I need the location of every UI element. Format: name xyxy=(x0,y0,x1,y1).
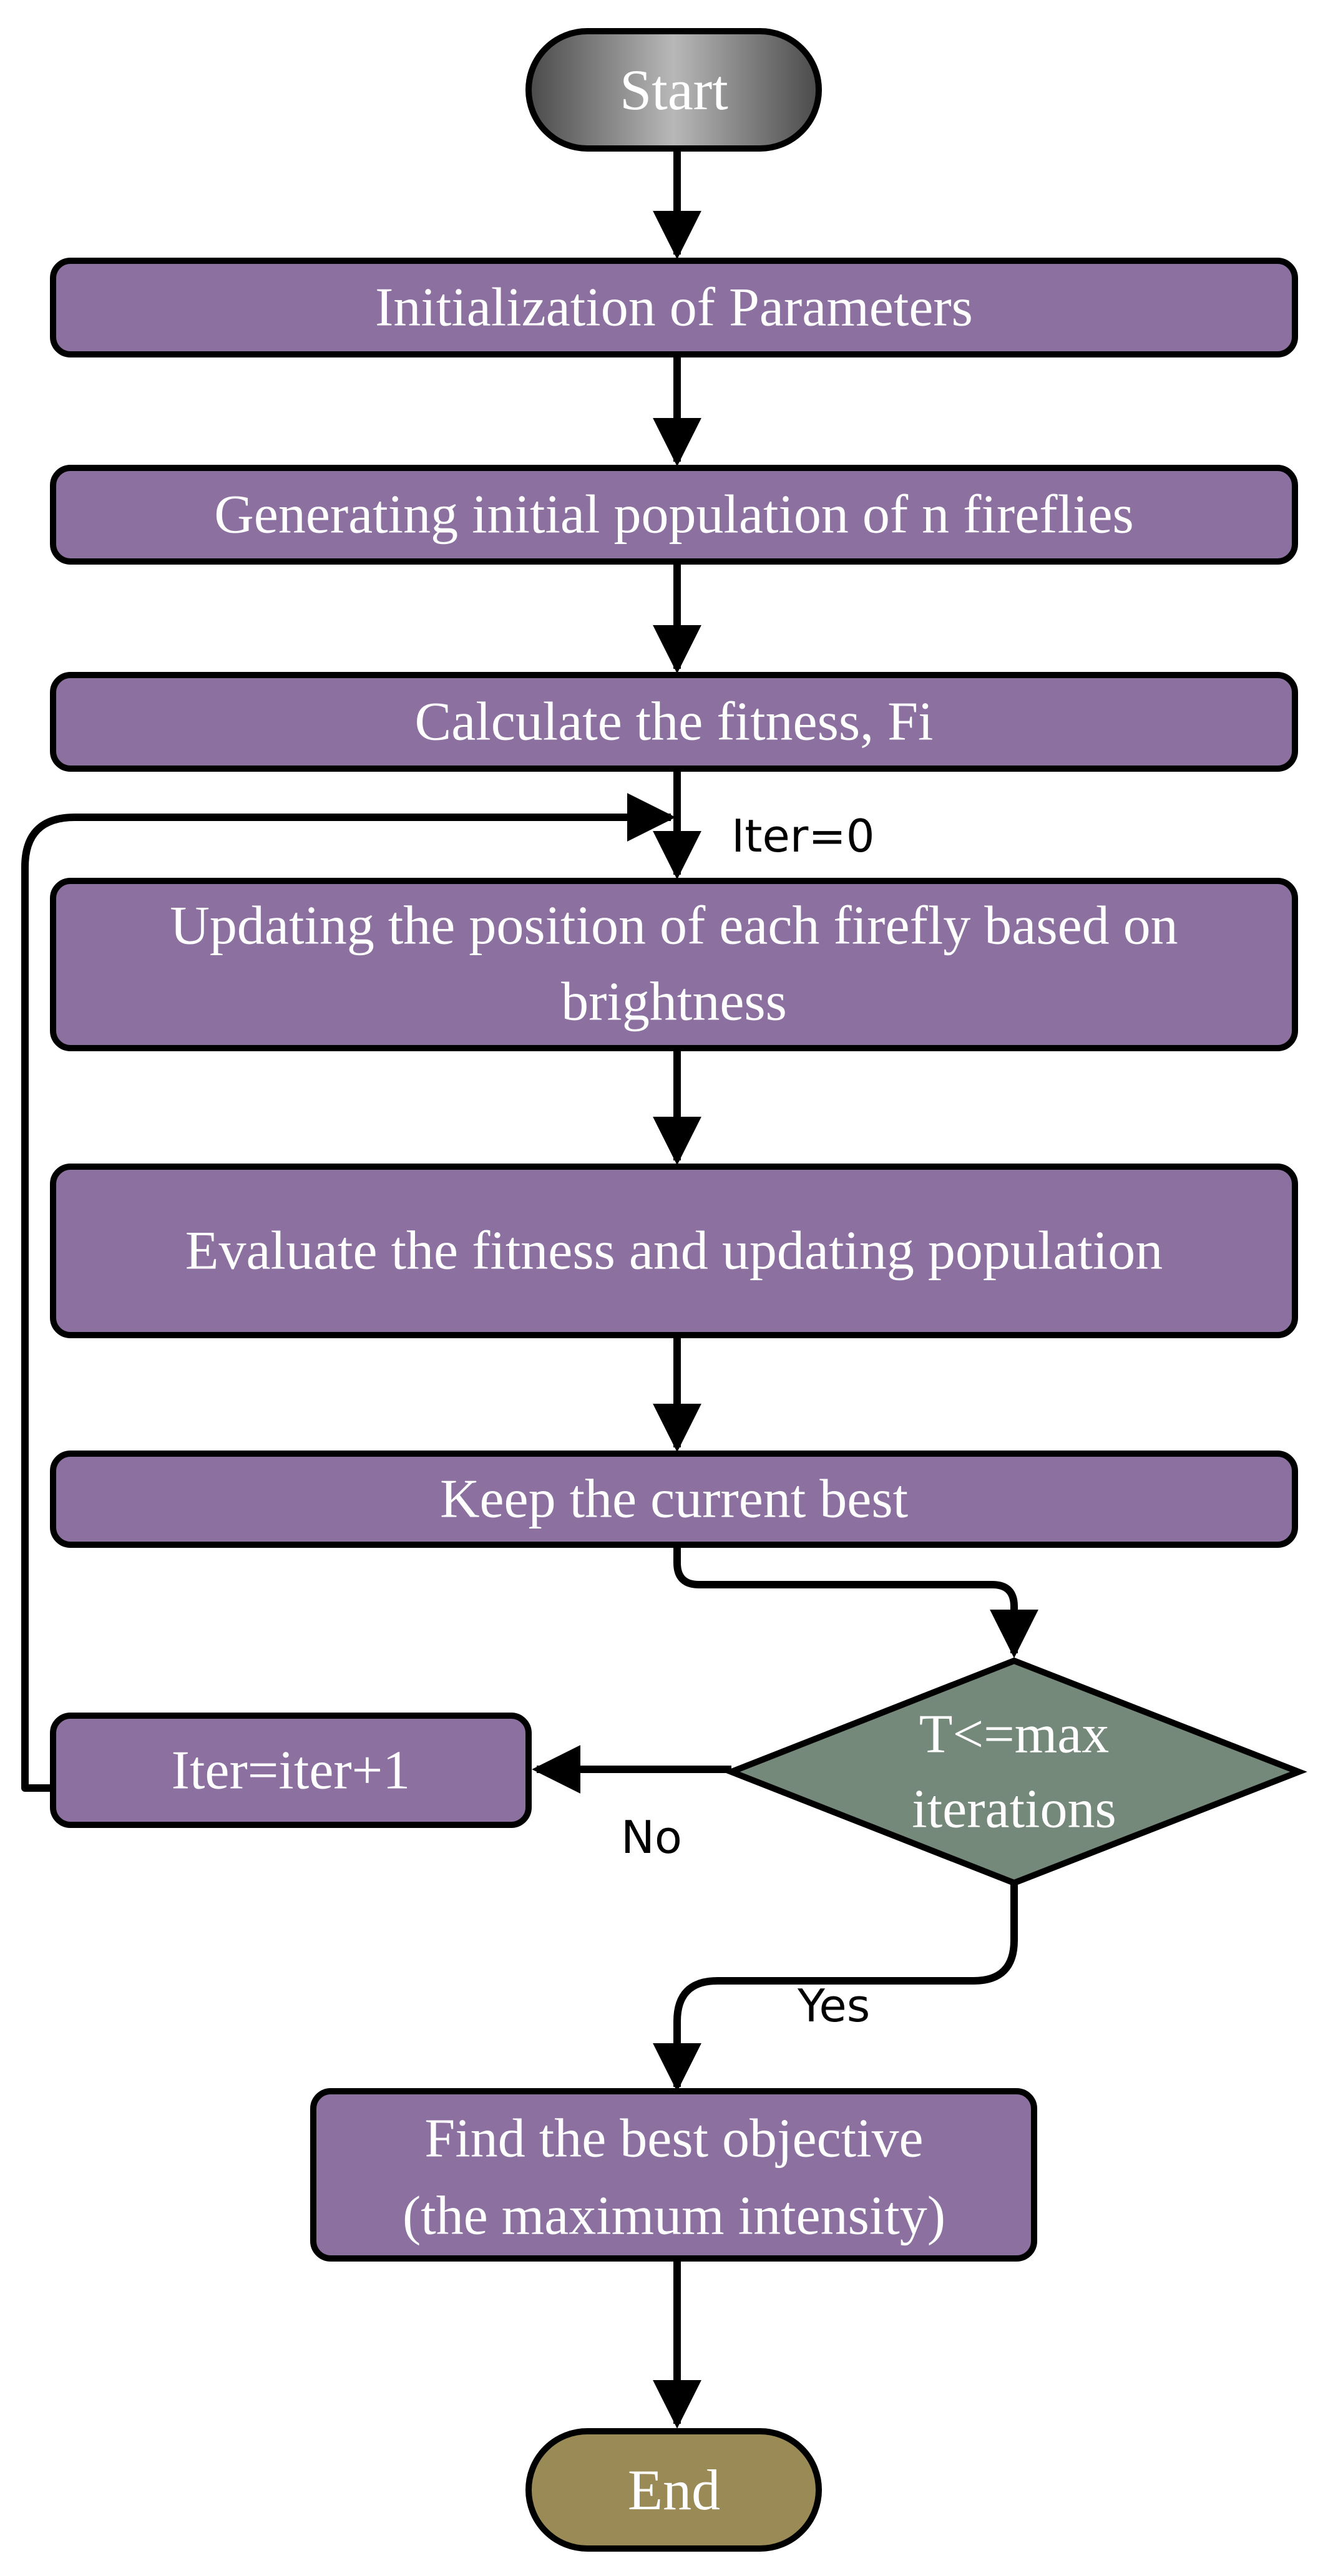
process-keep-best: Keep the current best xyxy=(50,1451,1298,1548)
process-iter-increment: Iter=iter+1 xyxy=(50,1713,532,1828)
calculate-fitness-label: Calculate the fitness, Fi xyxy=(415,692,934,752)
start-terminal: Start xyxy=(525,28,822,152)
end-terminal: End xyxy=(525,2428,822,2552)
process-initialization: Initialization of Parameters xyxy=(50,258,1298,357)
decision-max-iterations: T<=max iterations xyxy=(723,1657,1307,1887)
process-find-best: Find the best objective (the maximum int… xyxy=(310,2088,1037,2262)
arrow-keep-to-decision xyxy=(673,1545,1038,1658)
arrow-loop-back xyxy=(21,793,676,1792)
evaluate-fitness-label: Evaluate the fitness and updating popula… xyxy=(185,1221,1163,1281)
initialization-label: Initialization of Parameters xyxy=(375,278,973,338)
arrow-decision-yes xyxy=(653,1883,1018,2092)
end-label: End xyxy=(628,2458,720,2522)
find-best-label-line2: (the maximum intensity) xyxy=(403,2186,945,2247)
process-evaluate-fitness: Evaluate the fitness and updating popula… xyxy=(50,1164,1298,1338)
iter-zero-label: Iter=0 xyxy=(731,810,875,862)
decision-label-line1: T<=max xyxy=(919,1704,1110,1765)
generate-population-label: Generating initial population of n firef… xyxy=(214,485,1134,545)
start-label: Start xyxy=(620,58,728,122)
process-generate-population: Generating initial population of n firef… xyxy=(50,465,1298,565)
process-calculate-fitness: Calculate the fitness, Fi xyxy=(50,672,1298,772)
process-update-position: Updating the position of each firefly ba… xyxy=(50,878,1298,1051)
no-label: No xyxy=(621,1811,682,1864)
connectors xyxy=(21,148,1038,2429)
keep-best-label: Keep the current best xyxy=(440,1469,908,1530)
update-position-label-line1: Updating the position of each firefly ba… xyxy=(170,896,1178,956)
yes-label: Yes xyxy=(797,1980,870,2032)
update-position-label-line2: brightness xyxy=(561,972,787,1033)
decision-label-line2: iterations xyxy=(912,1779,1116,1840)
iter-increment-label: Iter=iter+1 xyxy=(172,1741,411,1801)
find-best-label-line1: Find the best objective xyxy=(424,2109,923,2169)
